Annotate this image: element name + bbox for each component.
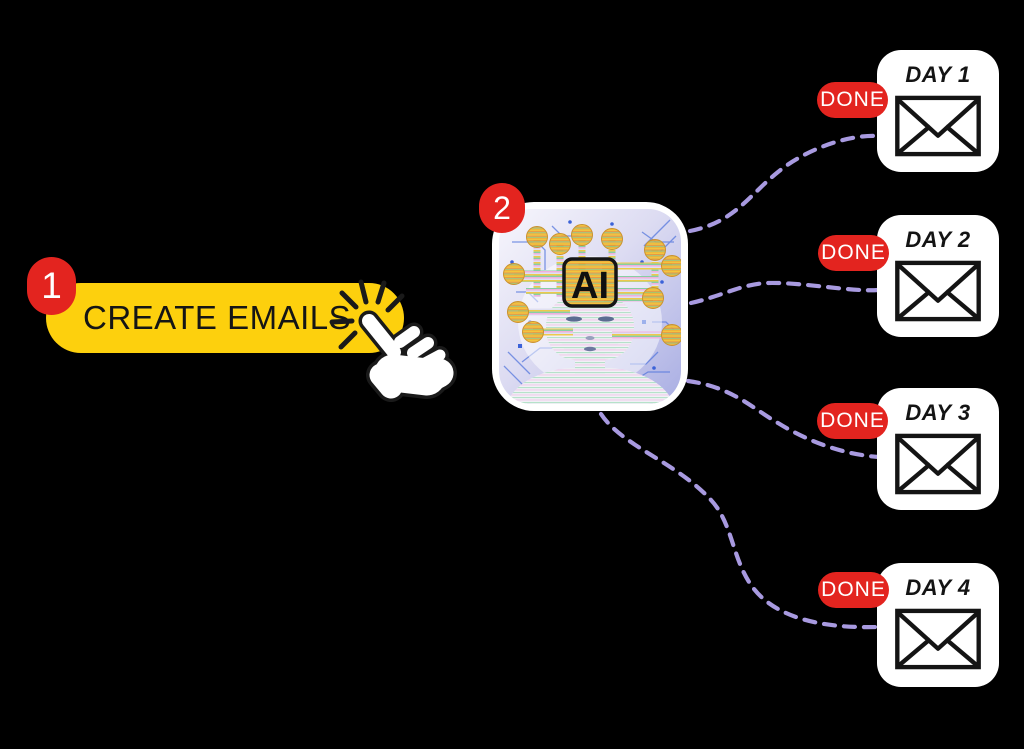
email-card-day2: DAY 2 — [877, 215, 999, 337]
done-badge-day3: DONE — [817, 403, 888, 439]
email-card-title: DAY 3 — [905, 400, 971, 425]
connector-line-day3 — [685, 378, 882, 460]
ai-robot-illustration: AI — [492, 202, 688, 411]
email-card-day4: DAY 4 — [877, 563, 999, 687]
connector-line-day4 — [598, 411, 880, 630]
done-badge-day4: DONE — [818, 572, 889, 608]
envelope-icon — [895, 433, 981, 495]
envelope-icon — [895, 608, 981, 670]
email-card-title: DAY 1 — [905, 62, 971, 87]
envelope-icon — [895, 95, 981, 157]
done-badge-day2: DONE — [818, 235, 889, 271]
email-card-day1: DAY 1 — [877, 50, 999, 172]
step-2-badge: 2 — [479, 183, 525, 233]
envelope-icon — [895, 260, 981, 322]
email-card-day3: DAY 3 — [877, 388, 999, 510]
email-card-title: DAY 2 — [905, 227, 971, 252]
create-emails-label: CREATE EMAILS — [83, 299, 352, 336]
ai-chip — [562, 257, 618, 308]
step-1-badge: 1 — [27, 257, 76, 315]
click-burst-rays — [329, 279, 405, 350]
email-card-title: DAY 4 — [905, 575, 971, 600]
ai-chip-label: AI — [571, 265, 609, 307]
robot-face — [566, 316, 614, 352]
connector-line-day1 — [687, 133, 882, 234]
click-hand-icon — [329, 279, 457, 402]
done-badge-day1: DONE — [817, 82, 888, 118]
connector-line-day2 — [688, 280, 881, 306]
